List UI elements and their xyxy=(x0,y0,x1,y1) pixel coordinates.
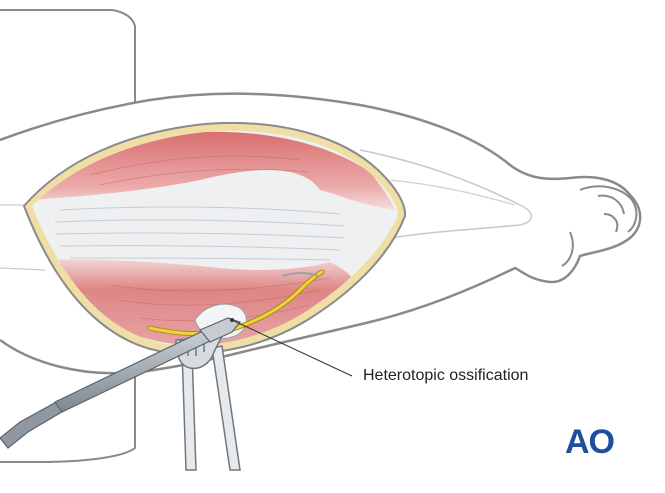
lower-muscle xyxy=(40,259,354,346)
elevator-instrument xyxy=(0,317,242,449)
retractor xyxy=(175,335,241,471)
ao-logo: AO xyxy=(565,423,615,461)
upper-muscle xyxy=(32,131,395,210)
callout-heterotopic-ossification: Heterotopic ossification xyxy=(363,367,529,384)
fingers xyxy=(561,185,638,267)
callout-leader-line xyxy=(231,319,353,377)
